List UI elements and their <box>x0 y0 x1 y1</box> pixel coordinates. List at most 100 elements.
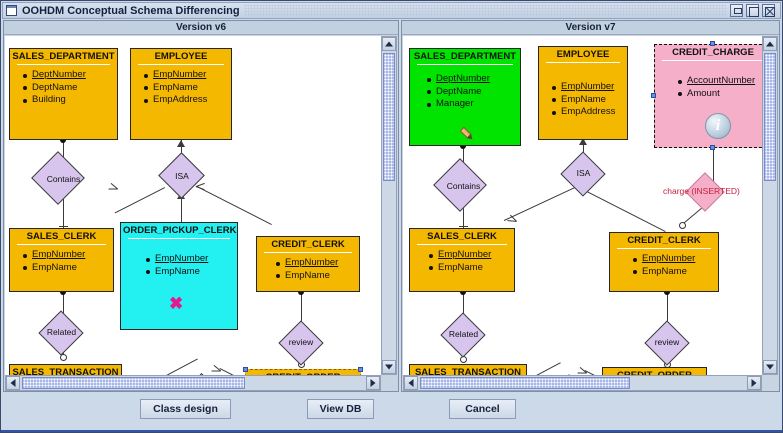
attribute-item: Amount <box>678 88 762 101</box>
entity-sales-department-v7[interactable]: SALES_DEPARTMENT DeptNumber DeptName Man… <box>409 48 521 146</box>
connector-dot <box>60 289 66 295</box>
attribute-list: EmpNumber EmpName <box>10 249 113 278</box>
entity-order-pickup-clerk[interactable]: ORDER_PICKUP_CLERK EmpNumber EmpName <box>120 222 238 330</box>
attribute-item: EmpAddress <box>552 106 623 119</box>
scroll-down-button[interactable] <box>382 360 396 374</box>
attribute-item: EmpName <box>633 266 714 279</box>
entity-sales-clerk-v7[interactable]: SALES_CLERK EmpNumber EmpName <box>409 228 515 292</box>
vertical-scrollbar-right[interactable] <box>762 36 778 375</box>
optional-circle <box>60 354 67 361</box>
entity-sales-transaction-v7[interactable]: SALES_TRANSACTION <box>409 364 527 375</box>
pane-version-v6: Version v6 <box>3 20 399 392</box>
scroll-left-button[interactable] <box>404 376 418 390</box>
title-rule <box>17 64 110 65</box>
close-icon[interactable] <box>762 4 775 17</box>
entity-sales-department[interactable]: SALES_DEPARTMENT DeptNumber DeptName Bui… <box>9 48 118 140</box>
attribute-item: EmpName <box>144 82 227 95</box>
resize-handle[interactable] <box>710 145 715 150</box>
resize-handle[interactable] <box>651 93 656 98</box>
resize-handle[interactable] <box>358 367 363 372</box>
title-bar-filler <box>243 4 726 17</box>
horizontal-scrollbar-left[interactable] <box>5 375 381 391</box>
entity-employee-v7[interactable]: EMPLOYEE EmpNumber EmpName EmpAddress <box>538 46 628 140</box>
attribute-item: EmpNumber <box>144 69 227 82</box>
isa-arrow-icon <box>577 367 588 375</box>
scroll-right-button[interactable] <box>366 376 380 390</box>
connector-line <box>301 292 302 328</box>
scroll-up-button[interactable] <box>763 37 777 51</box>
connector-line <box>181 140 182 162</box>
maximize-icon[interactable] <box>746 4 759 17</box>
entity-credit-order-v7[interactable]: CREDIT_ORDER <box>602 367 707 375</box>
attribute-item: EmpAddress <box>144 94 227 107</box>
diagram-canvas-v6[interactable]: SALES_DEPARTMENT DeptNumber DeptName Bui… <box>5 36 381 375</box>
scroll-thumb[interactable] <box>383 53 395 181</box>
scroll-right-button[interactable] <box>747 376 761 390</box>
scroll-thumb[interactable] <box>420 377 630 389</box>
entity-sales-transaction[interactable]: SALES_TRANSACTION <box>9 364 122 375</box>
entity-title: SALES_CLERK <box>26 231 97 242</box>
attribute-item: EmpName <box>429 262 510 275</box>
attribute-list: EmpNumber EmpName <box>257 257 359 286</box>
pane-version-v7: Version v7 <box>401 20 780 392</box>
relationship-label: Contains <box>446 181 481 191</box>
scroll-up-button[interactable] <box>382 37 396 51</box>
entity-employee[interactable]: EMPLOYEE EmpNumber EmpName EmpAddress <box>130 48 232 140</box>
title-bar: OOHDM Conceptual Schema Differencing <box>2 2 781 19</box>
attribute-list: AccountNumber Amount <box>655 65 762 104</box>
relationship-label: ISA <box>175 171 189 181</box>
scroll-down-button[interactable] <box>763 360 777 374</box>
connector-line <box>583 140 584 162</box>
isa-link <box>196 186 272 226</box>
relationship-label: ISA <box>576 168 591 178</box>
attribute-item: EmpNumber <box>146 253 233 266</box>
title-rule <box>128 238 230 239</box>
connector-line <box>63 292 64 316</box>
connector-line <box>463 292 464 318</box>
scroll-thumb[interactable] <box>22 377 245 389</box>
entity-credit-clerk[interactable]: CREDIT_CLERK EmpNumber EmpName <box>256 236 360 292</box>
scroll-left-button[interactable] <box>6 376 20 390</box>
vertical-scrollbar-left[interactable] <box>381 36 397 375</box>
relationship-inserted-label: charge (INSERTED) <box>663 186 740 196</box>
resize-handle[interactable] <box>710 41 715 46</box>
connector-line <box>713 140 714 186</box>
isa-arrow-icon <box>108 183 119 193</box>
isa-link <box>155 358 198 375</box>
attribute-list: EmpNumber EmpName <box>121 243 237 282</box>
attribute-list: EmpNumber EmpName EmpAddress <box>539 67 627 123</box>
window-title: OOHDM Conceptual Schema Differencing <box>22 4 240 17</box>
entity-title: CREDIT_ORDER <box>246 370 360 375</box>
entity-title: CREDIT_ORDER <box>603 368 706 375</box>
attribute-item: AccountNumber <box>678 75 762 88</box>
title-rule <box>546 62 620 63</box>
view-db-button[interactable]: View DB <box>307 399 374 419</box>
class-design-button[interactable]: Class design <box>140 399 231 419</box>
connector-dot <box>460 143 466 149</box>
cancel-button[interactable]: Cancel <box>449 399 516 419</box>
entity-sales-clerk[interactable]: SALES_CLERK EmpNumber EmpName <box>9 228 114 292</box>
entity-credit-charge[interactable]: CREDIT_CHARGE AccountNumber Amount i <box>654 44 762 148</box>
panes-container: Version v6 <box>3 20 780 392</box>
attribute-item: EmpNumber <box>633 253 714 266</box>
entity-credit-order[interactable]: CREDIT_ORDER <box>243 367 363 375</box>
entity-title: SALES_TRANSACTION <box>414 367 522 375</box>
horizontal-scrollbar-right[interactable] <box>403 375 762 391</box>
attribute-item: EmpName <box>146 266 233 279</box>
title-rule <box>138 64 224 65</box>
connector-dot <box>460 289 466 295</box>
scroll-thumb[interactable] <box>764 53 776 181</box>
attribute-item: DeptNumber <box>23 69 113 82</box>
connector-line <box>463 146 464 174</box>
window-icon <box>6 5 17 16</box>
connector-line <box>181 196 182 226</box>
diagram-canvas-v7[interactable]: SALES_DEPARTMENT DeptNumber DeptName Man… <box>403 36 762 375</box>
attribute-item: DeptName <box>427 86 516 99</box>
title-rule <box>617 248 711 249</box>
resize-handle[interactable] <box>243 367 248 372</box>
entity-credit-clerk-v7[interactable]: CREDIT_CLERK EmpNumber EmpName <box>609 232 719 292</box>
window-controls <box>730 4 775 17</box>
connector-line <box>667 292 668 328</box>
minimize-icon[interactable] <box>730 4 743 17</box>
